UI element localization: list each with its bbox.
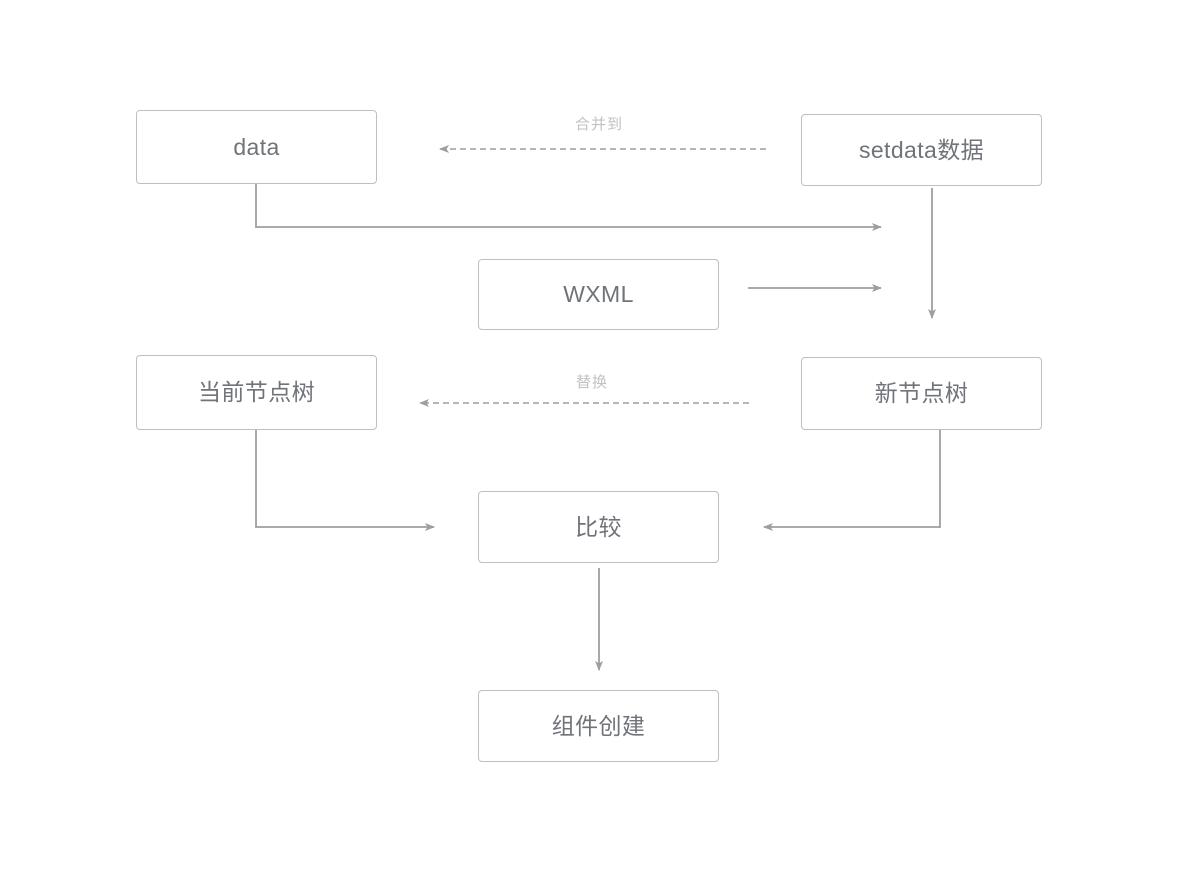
- edge-newtree-to-compare: [763, 430, 941, 531]
- node-current-tree-label: 当前节点树: [198, 379, 315, 405]
- edge-label-merge-into: 合并到: [574, 116, 624, 133]
- node-new-tree[interactable]: 新节点树: [801, 357, 1042, 430]
- node-data-label: data: [233, 133, 280, 160]
- edge-label-replace: 替换: [575, 374, 609, 391]
- node-wxml[interactable]: WXML: [478, 259, 719, 330]
- node-wxml-label: WXML: [563, 281, 634, 307]
- node-compare[interactable]: 比较: [478, 491, 719, 563]
- node-current-tree[interactable]: 当前节点树: [136, 355, 377, 430]
- node-component-create-label: 组件创建: [551, 712, 646, 739]
- node-compare-label: 比较: [575, 513, 622, 540]
- node-component-create[interactable]: 组件创建: [478, 690, 719, 762]
- edge-current-to-compare: [255, 430, 435, 531]
- node-setdata-label: setdata数据: [858, 136, 985, 163]
- node-setdata[interactable]: setdata数据: [801, 114, 1042, 186]
- edge-data-to-right: [255, 184, 882, 231]
- node-new-tree-label: 新节点树: [874, 380, 969, 406]
- node-data[interactable]: data: [136, 110, 377, 184]
